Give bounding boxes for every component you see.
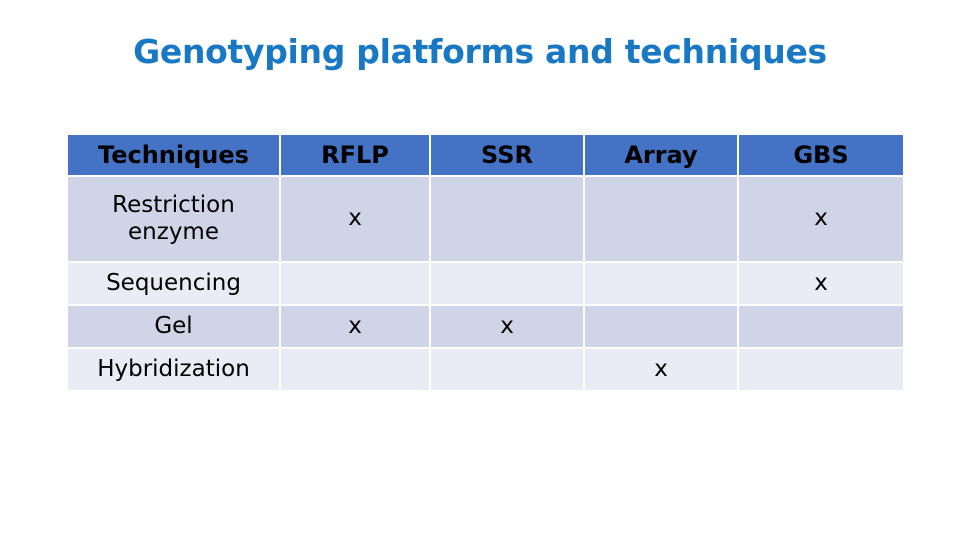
table-header: Techniques RFLP SSR Array GBS xyxy=(68,135,903,175)
cell-sequencing-ssr xyxy=(431,263,583,304)
row-label-gel: Gel xyxy=(68,306,279,347)
row-label-hybridization: Hybridization xyxy=(68,349,279,390)
cell-restriction-enzyme-gbs: x xyxy=(739,177,903,261)
column-header-rflp: RFLP xyxy=(281,135,429,175)
column-header-array: Array xyxy=(585,135,737,175)
cell-gel-rflp: x xyxy=(281,306,429,347)
cell-restriction-enzyme-rflp: x xyxy=(281,177,429,261)
column-header-ssr: SSR xyxy=(431,135,583,175)
table-row: Sequencing x xyxy=(68,263,903,304)
table-row: Restriction enzyme x x xyxy=(68,177,903,261)
column-header-gbs: GBS xyxy=(739,135,903,175)
page-title: Genotyping platforms and techniques xyxy=(133,32,827,71)
row-label-restriction-enzyme: Restriction enzyme xyxy=(68,177,279,261)
cell-hybridization-ssr xyxy=(431,349,583,390)
cell-sequencing-gbs: x xyxy=(739,263,903,304)
cell-restriction-enzyme-array xyxy=(585,177,737,261)
cell-hybridization-array: x xyxy=(585,349,737,390)
row-label-line-2: enzyme xyxy=(128,219,219,245)
genotyping-matrix-table: Techniques RFLP SSR Array GBS Restrictio… xyxy=(66,133,905,392)
row-label-sequencing: Sequencing xyxy=(68,263,279,304)
cell-gel-gbs xyxy=(739,306,903,347)
cell-hybridization-gbs xyxy=(739,349,903,390)
cell-sequencing-array xyxy=(585,263,737,304)
cell-restriction-enzyme-ssr xyxy=(431,177,583,261)
row-label-line-1: Restriction xyxy=(112,191,235,218)
cell-gel-ssr: x xyxy=(431,306,583,347)
cell-hybridization-rflp xyxy=(281,349,429,390)
table-row: Gel x x xyxy=(68,306,903,347)
table-header-row: Techniques RFLP SSR Array GBS xyxy=(68,135,903,175)
table-row: Hybridization x xyxy=(68,349,903,390)
table-body: Restriction enzyme x x Sequencing x Gel … xyxy=(68,177,903,390)
cell-gel-array xyxy=(585,306,737,347)
cell-sequencing-rflp xyxy=(281,263,429,304)
column-header-techniques: Techniques xyxy=(68,135,279,175)
